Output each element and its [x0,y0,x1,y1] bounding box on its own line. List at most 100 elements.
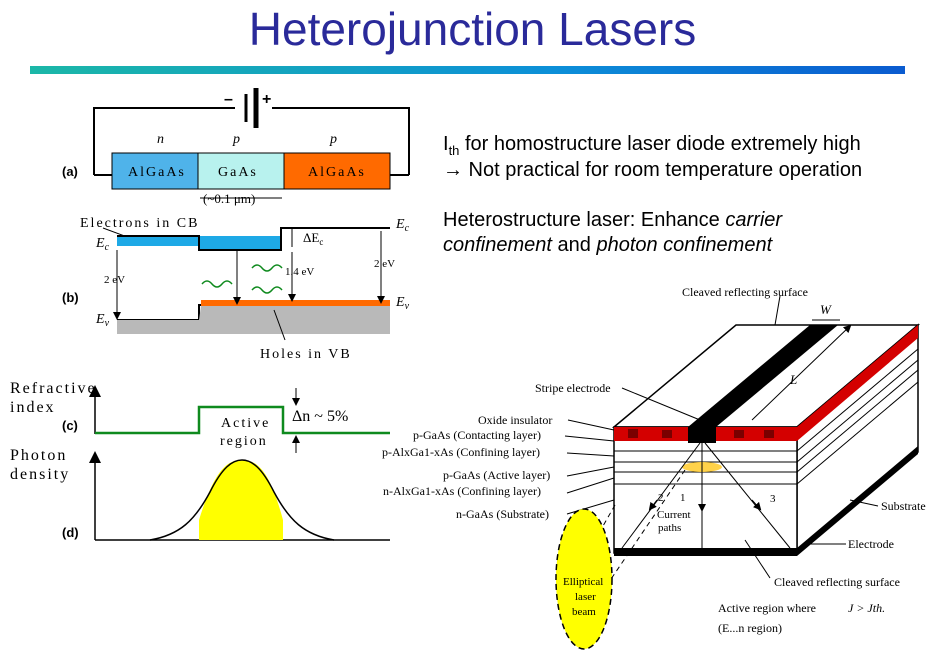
ith-symbol: I [443,133,449,155]
layer1-label: p-GaAs (Contacting layer) [413,428,541,442]
cleaved-top-label: Cleaved reflecting surface [682,285,808,299]
beam-label-2: laser [575,591,596,603]
j-condition-label: J > Jth. [848,601,885,615]
bullet-1-text: for homostructure laser diode extremely … [459,133,861,155]
region3-label: AlGaAs [308,165,366,180]
front-red-mark1 [628,429,638,438]
density-label: density [10,466,70,483]
bullet-3-text: Heterostructure laser: Enhance [443,209,726,231]
algaas-left-block [111,152,199,190]
photon-curve [149,459,335,541]
gap-right-label: 2 eV [374,258,395,270]
path-num-1: 1 [680,492,686,504]
laser-beam-ellipse [555,508,613,650]
current-arrow-2 [648,499,658,511]
bottom-electrode-front [614,548,797,556]
electrons-label: Electrons in CB [80,216,199,231]
laser-structure: 2 1 3 Current paths L W Cleaved reflecti… [382,285,926,650]
holes-band [201,300,390,306]
front-red-mark2 [662,430,672,438]
gap-left-label: 2 eV [104,274,125,286]
circuit-wire [93,107,410,175]
ith-subscript: th [448,143,460,158]
bullet-line-2: → Not practical for room temperature ope… [443,159,863,181]
electrons-band-mid [199,236,281,250]
ec-right-label: Ec [395,217,410,234]
stripe-front [688,427,716,443]
current-path-3 [704,442,791,549]
cleaved-top-pointer [774,295,781,326]
electrons-band-left [117,236,199,246]
em-region-label: (E...n region) [718,621,782,635]
electrode-label: Electrode [848,537,894,551]
ev-left-label: Ev [95,312,110,329]
bullet-line-3: Heterostructure laser: Enhance carrier [443,208,782,233]
ec-left-label: Ec [95,236,110,253]
label-d: (d) [62,525,79,540]
panel-c: Refractive index (c) Active region Δn ~ … [10,380,390,453]
bullet-line-4: confinement and photon confinement [443,233,772,258]
algaas-right-block [283,152,391,190]
layer-pointers [564,419,615,515]
panel-d: Photon density (d) [10,447,390,541]
width-w-label: W [820,302,832,317]
index-label: index [10,399,56,416]
holes-label: Holes in VB [260,347,352,362]
photon-wave [201,264,283,294]
length-label: L [789,372,797,387]
battery-plus: + [262,91,271,108]
region1-label: AlGaAs [128,165,186,180]
layer3-label: p-GaAs (Active layer) [443,468,550,482]
bottom-electrode-side [797,446,918,556]
title-underline-bar [30,66,905,74]
delta-ec-label: ΔEc [303,230,323,247]
layer5-label: n-GaAs (Substrate) [456,507,549,521]
active-where-label: Active region where [718,601,816,615]
front-red-mark3 [734,430,744,438]
ev-right-label: Ev [395,295,410,312]
photon-fill [199,460,283,540]
region-label: region [220,434,268,449]
current-path-2 [621,442,701,549]
beam-label-3: beam [572,606,596,618]
valence-fill [117,306,390,334]
paths-label: paths [658,522,681,534]
layer4-label: n-AlxGa1-xAs (Confining layer) [383,484,541,498]
cleaved-bottom-label: Cleaved reflecting surface [774,575,900,589]
gaas-block [197,152,285,190]
stripe-label: Stripe electrode [535,381,611,395]
front-red-mark4 [764,430,774,438]
conduction-band-edge [117,227,390,251]
active-label: Active [221,416,270,431]
bullet-4-mid: and [551,234,597,256]
battery-minus: – [224,91,233,108]
bullet-4-em2: photon confinement [596,234,773,256]
region2-label: GaAs [218,165,258,180]
stripe-pointer [621,387,701,421]
side-red-layer [797,325,918,441]
panel-b: (b) Electrons in CB Ec Ev Ec Ev 2 eV 2 e… [62,216,410,362]
index-profile [95,405,390,435]
delta-n-label: Δn ~ 5% [292,408,348,425]
bullet-3-em: carrier [725,209,783,231]
current-arrow-3 [751,499,762,511]
bullet-line-1: Ith for homostructure laser diode extrem… [443,132,861,163]
panel-a: (a) – + n p p AlGaAs GaAs AlGaAs (~0.1 μ… [62,88,410,206]
label-c: (c) [62,418,78,433]
label-a: (a) [62,164,78,179]
beam-dashes [589,469,686,611]
side-layer-lines [796,348,919,485]
stripe-electrode [688,325,838,427]
photon-label: Photon [10,447,67,464]
oxide-label: Oxide insulator [478,413,552,427]
label-p2: p [329,132,337,147]
length-arrow [751,324,852,421]
current-label: Current [657,509,691,521]
bullet-4-em1: confinement [443,234,552,256]
path-num-3: 3 [770,493,776,505]
front-face [613,426,798,554]
slide-title: Heterojunction Lasers [248,3,697,55]
path-num-2: 2 [658,492,664,504]
substrate-pointer [849,499,879,507]
